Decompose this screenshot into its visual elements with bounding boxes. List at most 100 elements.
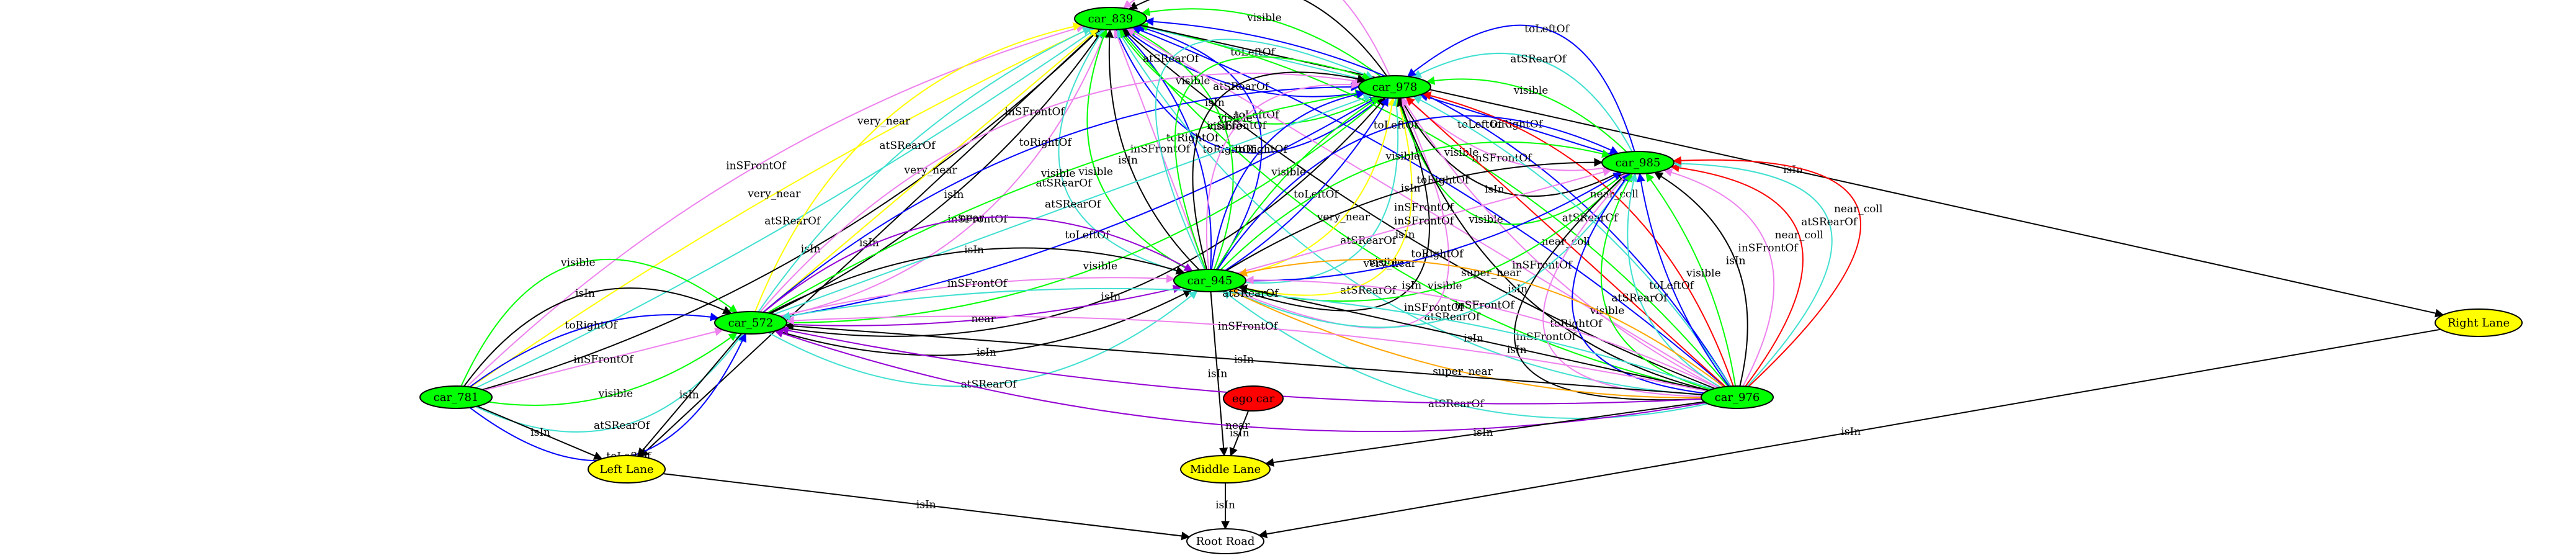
edge-label: isIn [1215,499,1235,511]
edge-car-839-left-lane-isin: isIn [640,29,1100,457]
edge-label: toRightOf [1411,248,1464,260]
edge-line [1245,97,1402,284]
node-label: car_945 [1187,274,1233,287]
edge-label: isIn [944,189,964,201]
edges-layer: isIninSFrontOfvery_nearatSRearOfvery_nea… [460,0,2444,541]
edge-label: super_near [1461,267,1521,279]
node-label: Left Lane [599,463,653,476]
edge-line [1120,29,1212,270]
edge-car-976-car-985-near-coll: near_coll [1672,156,1882,387]
edge-label: isIn [679,389,699,402]
node-car-945: car_945 [1173,269,1246,292]
edge-car-985-car-978-visible: visible [1426,76,1627,153]
edge-line [1139,22,1729,387]
node-label: ego car [1232,392,1275,405]
edge-line [1222,290,1709,419]
edge-label: isIn [1402,280,1421,292]
node-car-572: car_572 [714,311,787,335]
edge-label: isIn [964,244,984,256]
edge-label: isIn [1401,182,1421,195]
node-car-781: car_781 [419,385,493,409]
edge-line [1174,56,1371,270]
edge-car-945-car-839-isin: isIn [1105,29,1200,271]
edge-line [1397,97,1709,391]
edge-line [1238,259,1724,388]
edge-line [1239,97,1413,296]
edge-label: toLeftOf [1374,119,1419,132]
edge-car-976-car-945-atsrearof: atSRearOf [1222,290,1709,419]
edge-label: atSRearOf [1143,53,1200,65]
edge-line [1145,17,1731,387]
edge-car-976-car-985-toleftof: toLeftOf [1636,173,1730,387]
edge-line [1192,71,1366,270]
edge-line [767,89,1364,313]
edge-label: isIn [801,243,821,255]
edge-car-976-car-572-isin: isIn [785,322,1702,395]
node-car-976: car_976 [1701,385,1774,409]
node-label: car_839 [1088,12,1134,25]
edge-label: isIn [1205,97,1225,109]
edge-car-985-car-978-isin: isIn [1400,97,1620,197]
edge-label: isIn [1118,155,1138,167]
edge-label: isIn [916,499,936,511]
edge-car-572-car-839-very-near: very_near [754,22,1082,312]
edge-label: inSFrontOf [1004,106,1065,119]
node-label: Middle Lane [1190,463,1261,476]
edge-car-945-middle-lane-isin: isIn [1207,291,1228,457]
edge-label: very_near [903,164,957,177]
edge-label: visible [1427,280,1462,292]
edge-line [1400,97,1620,197]
edge-line [1407,24,1635,152]
edge-label: near [960,212,985,224]
edge-car-978-car-839-insfrontof: inSFrontOf [1122,0,1390,76]
node-ellipse [1223,385,1284,412]
edge-label: visible [1175,75,1210,88]
edge-car-781-car-839-insfrontof: inSFrontOf [467,24,1085,387]
edge-label: visible [1468,214,1503,226]
nodes-layer: car_839 car_978 car_985 car_945 car_572 car_7… [419,7,2523,554]
edge-label: atSRearOf [764,215,821,228]
node-car-985: car_985 [1601,151,1675,174]
edge-line [1210,90,1366,270]
node-ellipse [1601,151,1675,174]
edge-line [1141,7,1382,78]
edge-car-978-car-839-toleftof: toLeftOf [1138,23,1367,81]
node-ellipse [419,385,493,409]
edge-line [1245,276,1718,389]
edge-car-572-left-lane-isin: isIn [637,333,742,457]
edge-car-572-car-839-insfrontof: inSFrontOf [780,29,1107,317]
edge-line [1426,76,1627,153]
edge-label: isIn [1464,333,1483,345]
edge-line [475,28,1097,389]
edge-car-945-car-978-torightof: toRightOf [1210,90,1366,270]
edge-label: toLeftOf [1230,47,1276,59]
node-ellipse [1173,269,1246,292]
edge-label: inSFrontOf [1394,202,1455,214]
edge-label: inSFrontOf [947,214,1008,226]
edge-label: atSRearOf [594,420,651,432]
edge-label: atSRearOf [879,140,936,152]
edge-line [782,97,1386,337]
edge-car-976-car-985-visible: visible [1590,173,1711,390]
edge-line [1105,29,1200,271]
edge-car-781-car-572-insfrontof: inSFrontOf [483,327,724,391]
node-label: car_978 [1372,81,1418,94]
edge-line [1229,410,1250,457]
edge-line [782,96,1379,318]
edge-car-572-car-839-atsrearof: atSRearOf [758,27,1092,312]
edge-label: toRightOf [1019,137,1073,149]
edge-line [1237,168,1612,274]
edge-label: inSFrontOf [1472,152,1532,164]
edge-label: inSFrontOf [1454,299,1515,312]
edge-line [663,473,1191,541]
node-car-978: car_978 [1358,75,1431,99]
edge-line [1513,173,1702,401]
edge-line [779,274,1175,317]
edge-car-945-car-839-visible: visible [1078,29,1192,272]
edge-car-985-car-978-atsrearof: atSRearOf [1412,52,1633,152]
edge-car-572-car-945-isin: isIn [776,289,1192,359]
edge-line [1220,141,1611,271]
edge-car-976-car-985-near-coll: near_coll [1670,163,1823,387]
edge-line [1265,401,1705,467]
